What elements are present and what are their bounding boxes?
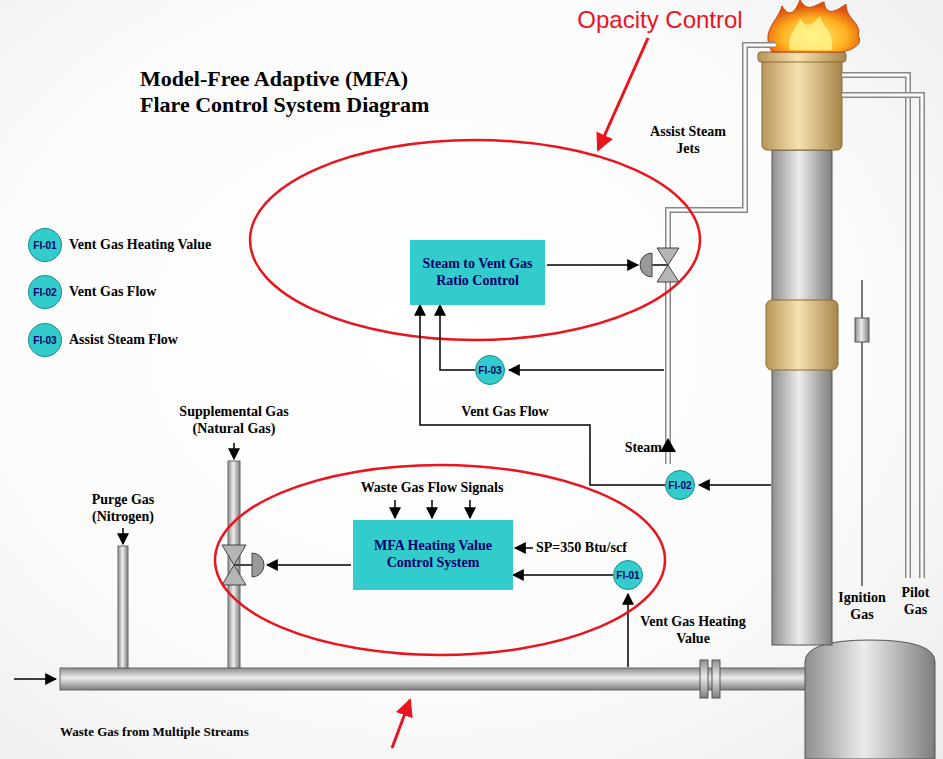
stack-tip xyxy=(762,55,842,150)
legend-text: Vent Gas Heating Value xyxy=(69,237,211,253)
signal-arrow xyxy=(267,564,351,566)
supplemental-valve xyxy=(222,545,264,585)
supplemental-arrow xyxy=(233,443,235,459)
purge-gas-pipe xyxy=(118,546,128,668)
flow-indicator-circle: FI-03Assist Steam Flow xyxy=(28,323,62,357)
signal-arrow xyxy=(515,547,533,549)
signal-arrow xyxy=(627,594,629,667)
tag-number: FI-01 xyxy=(616,570,639,581)
ignition-fitting xyxy=(855,318,869,342)
pipe-flange xyxy=(700,660,708,698)
signal-label: Vent Gas Heating Value xyxy=(638,614,748,648)
tag-number: FI-03 xyxy=(33,335,56,346)
steam-valve xyxy=(640,248,679,282)
callout-arrow xyxy=(598,38,648,150)
flame-core xyxy=(789,16,832,50)
flow-indicator-circle: FI-02 xyxy=(665,470,695,500)
signal-arrow xyxy=(431,500,433,518)
part-label: Purge Gas (Nitrogen) xyxy=(73,492,173,526)
control-box: Steam to Vent Gas Ratio Control xyxy=(410,240,545,305)
legend-text: Assist Steam Flow xyxy=(69,332,178,348)
signal-arrow xyxy=(699,484,771,486)
flame xyxy=(768,0,860,52)
pipe-flange xyxy=(712,660,720,698)
steam-inlet-arrow xyxy=(660,438,676,452)
waste-gas-pipe xyxy=(60,668,808,690)
part-label: Ignition Gas xyxy=(831,590,893,624)
flare-stack xyxy=(772,150,832,645)
callout-title: Opacity Control xyxy=(560,6,760,35)
signal-connector xyxy=(513,574,613,576)
tag-number: FI-02 xyxy=(668,480,691,491)
diagram-title: Model-Free Adaptive (MFA) Flare Control … xyxy=(140,66,462,119)
signal-connector xyxy=(440,305,475,370)
box-text: Steam to Vent Gas Ratio Control xyxy=(418,256,537,290)
signal-arrow xyxy=(394,500,396,518)
flow-indicator-circle: FI-01 xyxy=(613,560,643,590)
knockout-drum xyxy=(805,640,935,759)
connector-label: Vent Gas Flow xyxy=(459,404,550,421)
highlight-ellipse xyxy=(250,140,700,340)
callout-arrow xyxy=(392,700,410,748)
tag-number: FI-01 xyxy=(33,240,56,251)
stack-tip-ring xyxy=(758,52,846,62)
pilot-gas-lines xyxy=(842,75,922,578)
highlight-ellipse xyxy=(215,465,665,655)
tag-number: FI-03 xyxy=(478,365,501,376)
inlet-arrow xyxy=(14,678,56,680)
control-box: MFA Heating Value Control System xyxy=(353,520,513,590)
stack-section xyxy=(766,300,838,370)
signal-arrow xyxy=(509,369,664,371)
flow-indicator-circle: FI-01Vent Gas Heating Value xyxy=(28,228,62,262)
part-label: Waste Gas from Multiple Streams xyxy=(60,724,360,740)
signal-arrow xyxy=(469,500,471,518)
purge-arrow xyxy=(122,528,124,544)
box-text: MFA Heating Value Control System xyxy=(361,538,505,572)
part-label: Steam xyxy=(612,440,662,457)
flow-indicator-circle: FI-02Vent Gas Flow xyxy=(28,275,62,309)
part-label: Pilot Gas xyxy=(893,585,938,619)
legend-text: Vent Gas Flow xyxy=(69,284,156,300)
signal-connector xyxy=(420,305,665,485)
part-label: Assist Steam Jets xyxy=(638,124,738,158)
steam-line xyxy=(668,45,776,464)
flow-indicator-circle: FI-03 xyxy=(475,355,505,385)
signal-label: Waste Gas Flow Signals xyxy=(337,480,527,497)
signal-arrow xyxy=(547,264,638,266)
part-label: Supplemental Gas (Natural Gas) xyxy=(159,404,309,438)
tag-number: FI-02 xyxy=(33,287,56,298)
setpoint-label: SP=350 Btu/scf xyxy=(536,540,656,557)
